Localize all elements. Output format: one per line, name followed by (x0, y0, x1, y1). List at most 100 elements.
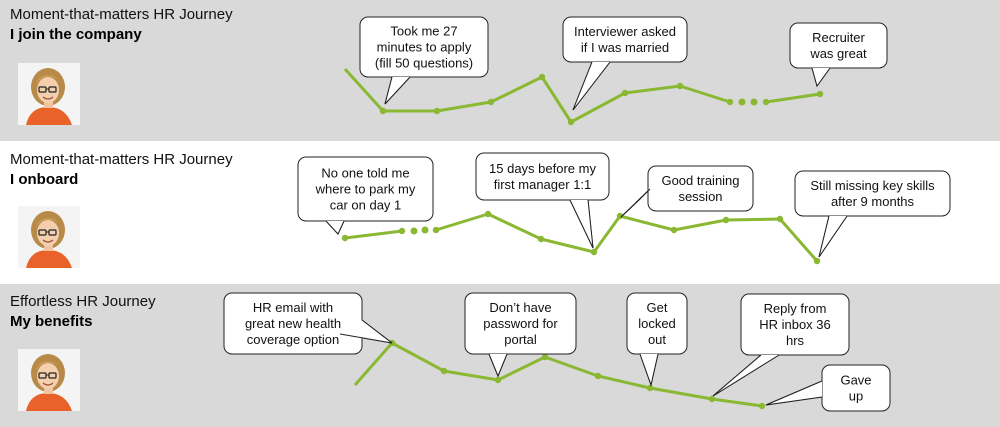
journey-title: Effortless HR Journey (10, 293, 156, 310)
callout-text: Get (647, 300, 668, 315)
callout-text: out (648, 332, 666, 347)
callout-box (475, 152, 610, 201)
callout-text: (fill 50 questions) (375, 56, 473, 71)
ellipsis-dot (421, 226, 429, 234)
journey-point (758, 402, 766, 410)
person-avatar (18, 349, 80, 411)
journey-point (432, 226, 440, 234)
callout-box (297, 156, 434, 222)
callout-box (647, 165, 754, 212)
callout-text: after 9 months (831, 194, 915, 209)
journey-point (816, 90, 824, 98)
journey-point (621, 89, 629, 97)
callout-text: Took me 27 (390, 24, 457, 39)
callout-text: Don’t have (489, 300, 551, 315)
ellipsis-dot (750, 98, 758, 106)
journey-point (541, 353, 549, 361)
callout-text: Reply from (764, 301, 827, 316)
callout-text: minutes to apply (377, 40, 472, 55)
callout-box (794, 170, 951, 217)
journey-point (341, 234, 349, 242)
journey-point (487, 98, 495, 106)
journey-point (813, 257, 821, 265)
journey-band-benefits: Effortless HR Journey My benefits HR ema… (0, 284, 1000, 427)
journey-point (494, 376, 502, 384)
journey-title: Moment-that-matters HR Journey (10, 151, 233, 168)
callout-text: No one told me (321, 166, 409, 181)
callout-text: car on day 1 (330, 198, 402, 213)
journey-point (537, 235, 545, 243)
journey-point (590, 248, 598, 256)
ellipsis-dot (410, 227, 418, 235)
person-avatar (18, 206, 80, 268)
callout-text: HR email with (253, 300, 333, 315)
callout-text: Gave (840, 373, 871, 388)
journey-point (538, 73, 546, 81)
callout-text: HR inbox 36 (759, 317, 831, 332)
journey-subtitle: I join the company (10, 26, 142, 43)
journey-point (762, 98, 770, 106)
journey-point (726, 98, 734, 106)
callout-text: coverage option (247, 332, 340, 347)
journey-point (646, 384, 654, 392)
callout-box (740, 293, 850, 356)
journey-point (440, 367, 448, 375)
journey-subtitle: I onboard (10, 171, 79, 188)
journey-line (344, 229, 403, 240)
callout-text: 15 days before my (489, 161, 596, 176)
callout-text: up (849, 389, 863, 404)
journey-title: Moment-that-matters HR Journey (10, 6, 233, 23)
callout-text: portal (504, 332, 537, 347)
journey-point (776, 215, 784, 223)
callout-text: Good training (661, 173, 739, 188)
journey-point (484, 210, 492, 218)
person-avatar (18, 63, 80, 125)
callout-text: first manager 1:1 (494, 177, 592, 192)
journey-point (433, 107, 441, 115)
callout-text: session (678, 189, 722, 204)
callout-text: Still missing key skills (810, 178, 935, 193)
callout-text: great new health (245, 316, 341, 331)
callout-text: locked (638, 316, 676, 331)
journey-point (398, 227, 406, 235)
callout-box (789, 22, 888, 69)
callout-box (464, 292, 577, 355)
journey-point (722, 216, 730, 224)
journey-point (708, 395, 716, 403)
callout-box (562, 16, 688, 63)
journey-point (676, 82, 684, 90)
callout-text: was great (809, 46, 867, 61)
journey-band-onboard: Moment-that-matters HR Journey I onboard… (0, 141, 1000, 284)
callout-text: hrs (786, 333, 805, 348)
callout-box (359, 16, 489, 78)
journey-band-join: Moment-that-matters HR Journey I join th… (0, 0, 1000, 141)
callout-text: password for (483, 316, 558, 331)
journey-point (567, 118, 575, 126)
journey-point (670, 226, 678, 234)
person-avatar-illustration (18, 349, 80, 411)
callout-text: if I was married (581, 40, 669, 55)
journey-point (594, 372, 602, 380)
journey-subtitle: My benefits (10, 313, 93, 330)
journey-line (765, 92, 821, 104)
journey-point (379, 107, 387, 115)
person-avatar-illustration (18, 206, 80, 268)
journey-line (435, 212, 819, 262)
callout-text: Interviewer asked (574, 24, 676, 39)
